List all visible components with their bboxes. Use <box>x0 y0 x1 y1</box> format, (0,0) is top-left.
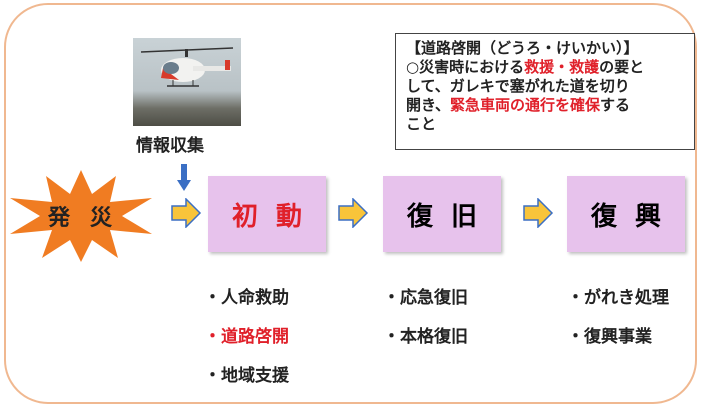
road-clearance-info-box: 【道路啓開（どうろ・けいかい）】 ○災害時における救援・救護の要と して、ガレキ… <box>395 33 695 150</box>
stage-item: ・がれき処理 <box>567 288 669 308</box>
stage-item: ・復興事業 <box>567 327 652 347</box>
info-box-line-2: して、ガレキで塞がれた道を切り <box>406 77 630 95</box>
info-box-line-3: 開き、緊急車両の通行を確保する <box>406 96 630 114</box>
flow-arrow-icon <box>523 198 554 228</box>
disaster-label: 発災 <box>48 206 133 231</box>
helicopter-icon <box>140 47 234 87</box>
stage-reconstruction: 復興 <box>567 176 685 252</box>
stage-item: ・応急復旧 <box>383 288 468 308</box>
helicopter-photo <box>133 38 241 126</box>
photo-caption: 情報収集 <box>136 136 204 156</box>
flow-arrow-icon <box>171 198 202 228</box>
flow-arrow-icon <box>338 198 369 228</box>
explosion-burst-icon <box>10 170 152 262</box>
diagram-frame <box>4 3 697 404</box>
stage-item: ・人命救助 <box>204 288 289 308</box>
stage-item: ・地域支援 <box>204 366 289 386</box>
stage-label: 復旧 <box>406 201 495 232</box>
info-box-line-1: ○災害時における救援・救護の要と <box>406 58 645 76</box>
stage-label: 復興 <box>590 201 679 232</box>
info-box-line-4: こと <box>406 115 437 133</box>
stage-item: ・道路啓開 <box>204 327 289 347</box>
stage-item: ・本格復旧 <box>383 327 468 347</box>
stage-recovery: 復旧 <box>383 176 501 252</box>
down-arrow-icon <box>177 164 191 191</box>
info-box-title: 【道路啓開（どうろ・けいかい）】 <box>406 39 639 57</box>
stage-label: 初動 <box>231 201 320 232</box>
stage-initial-response: 初動 <box>208 176 326 252</box>
